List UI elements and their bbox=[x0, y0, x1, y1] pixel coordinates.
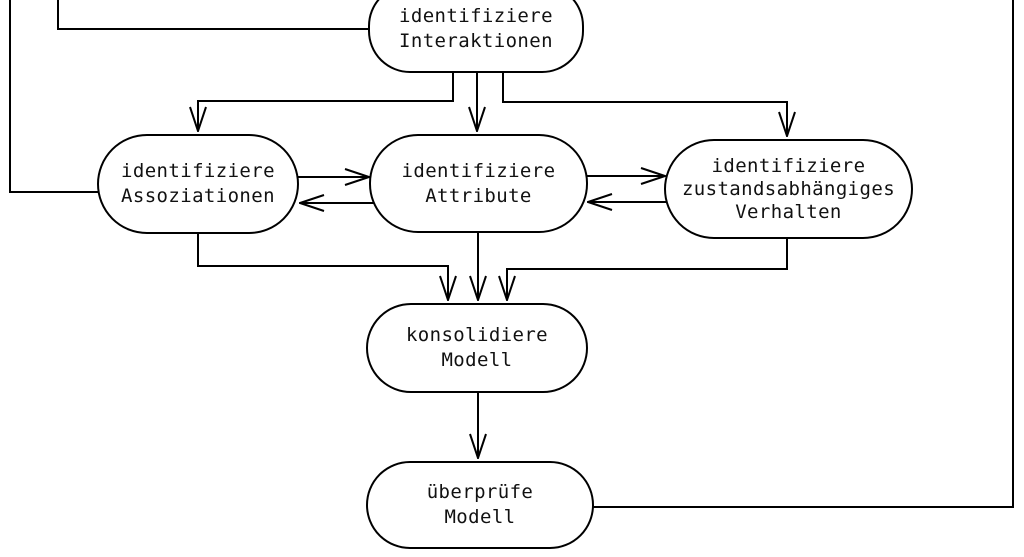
node-label-line: Verhalten bbox=[735, 200, 842, 223]
node-identifiziere-assoziationen: identifiziere Assoziationen bbox=[97, 134, 299, 234]
node-identifiziere-interaktionen: identifiziere Interaktionen bbox=[368, 0, 584, 73]
node-label-line: Modell bbox=[444, 506, 516, 528]
edge-offscreen-to-assoziationen bbox=[9, 0, 115, 193]
edge-ueberpruefe-to-offscreen bbox=[585, 0, 1014, 508]
node-label-line: Assoziationen bbox=[121, 185, 275, 207]
node-identifiziere-zustandsabhaengiges-verhalten: identifiziere zustandsabhängiges Verhalt… bbox=[664, 139, 913, 239]
node-label-line: identifiziere bbox=[711, 154, 866, 177]
node-ueberpruefe-modell: überprüfe Modell bbox=[366, 461, 594, 549]
edge-interaktionen-to-assoziationen bbox=[198, 71, 454, 131]
node-label-line: Interaktionen bbox=[399, 29, 553, 52]
node-label-line: zustandsabhängiges bbox=[681, 177, 896, 200]
edge-interaktionen-to-verhalten bbox=[502, 71, 787, 136]
node-label-line: Modell bbox=[441, 349, 513, 371]
node-label-line: überprüfe bbox=[426, 481, 534, 503]
node-identifiziere-attribute: identifiziere Attribute bbox=[369, 134, 588, 233]
node-label-line: identifiziere bbox=[401, 159, 556, 182]
edge-assoziationen-to-konsolidiere bbox=[197, 231, 448, 300]
node-konsolidiere-modell: konsolidiere Modell bbox=[366, 303, 588, 393]
node-label-line: konsolidiere bbox=[405, 324, 549, 346]
node-label-line: identifiziere bbox=[121, 160, 275, 182]
node-label-line: identifiziere bbox=[399, 4, 553, 27]
edge-verhalten-to-konsolidiere bbox=[507, 235, 788, 300]
edge-offscreen-to-interaktionen bbox=[57, 0, 385, 30]
node-label-line: Attribute bbox=[425, 184, 532, 207]
